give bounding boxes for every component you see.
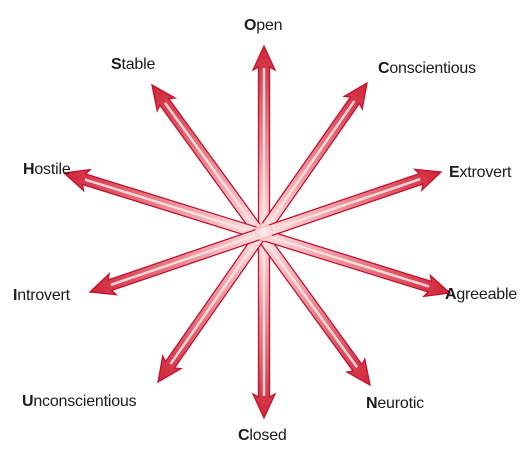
label-introvert: Introvert [13, 287, 70, 305]
label-introvert-rest: ntrovert [17, 287, 70, 304]
label-conscientious-rest: onscientious [389, 60, 476, 77]
label-neurotic-rest: eurotic [377, 395, 424, 412]
label-hostile: Hostile [23, 161, 71, 179]
label-unconscientious-initial: U [22, 393, 34, 410]
label-agreeable-initial: A [445, 286, 457, 303]
label-closed: Closed [238, 427, 287, 445]
axis-arrows [62, 44, 452, 420]
label-closed-initial: C [238, 427, 250, 444]
label-extrovert-rest: xtrovert [459, 164, 512, 181]
label-stable: Stable [111, 56, 155, 74]
axes-crossing-hub [255, 223, 273, 241]
label-conscientious-initial: C [378, 60, 390, 77]
label-extrovert: Extrovert [449, 164, 511, 182]
label-open: Open [244, 17, 283, 35]
label-open-rest: pen [256, 17, 283, 34]
label-hostile-initial: H [23, 161, 35, 178]
label-unconscientious-rest: nconscientious [33, 393, 137, 410]
label-stable-rest: table [121, 56, 156, 73]
label-agreeable-rest: greeable [456, 286, 518, 303]
label-agreeable: Agreeable [445, 286, 517, 304]
label-unconscientious: Unconscientious [22, 393, 137, 411]
label-stable-initial: S [111, 56, 122, 73]
label-conscientious: Conscientious [378, 60, 476, 78]
label-introvert-initial: I [13, 287, 18, 304]
label-open-initial: O [244, 17, 257, 34]
label-neurotic: Neurotic [366, 395, 424, 413]
label-extrovert-initial: E [449, 164, 460, 181]
label-hostile-rest: ostile [34, 161, 71, 178]
label-closed-rest: losed [249, 427, 287, 444]
label-neurotic-initial: N [366, 395, 378, 412]
